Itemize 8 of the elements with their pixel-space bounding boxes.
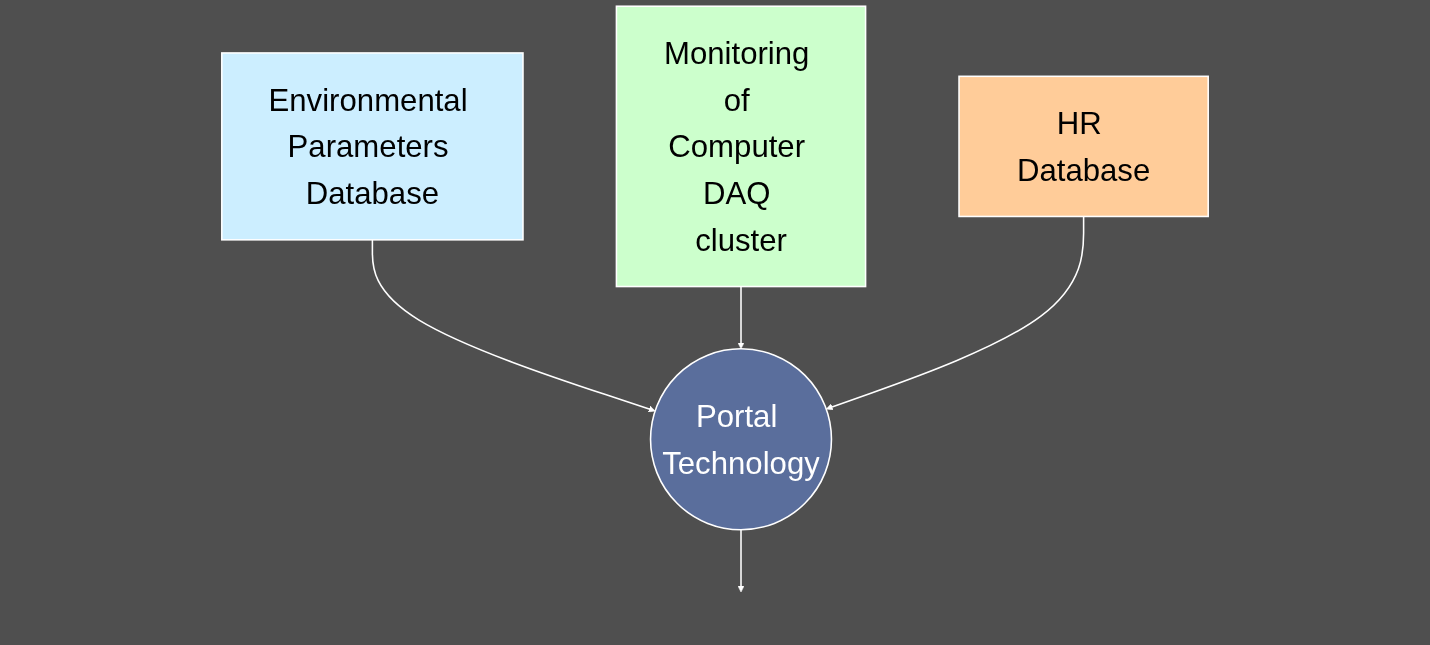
arrow — [737, 529, 745, 593]
node-box: HR Database — [958, 75, 1209, 218]
arrow — [737, 285, 745, 350]
arrow — [825, 215, 1085, 411]
arrow — [371, 239, 656, 413]
node-box: Monitoring of Computer DAQ cluster — [615, 5, 867, 288]
node-box: Environmental Parameters Database — [221, 52, 524, 241]
node-circle: Portal Technology — [649, 348, 833, 531]
